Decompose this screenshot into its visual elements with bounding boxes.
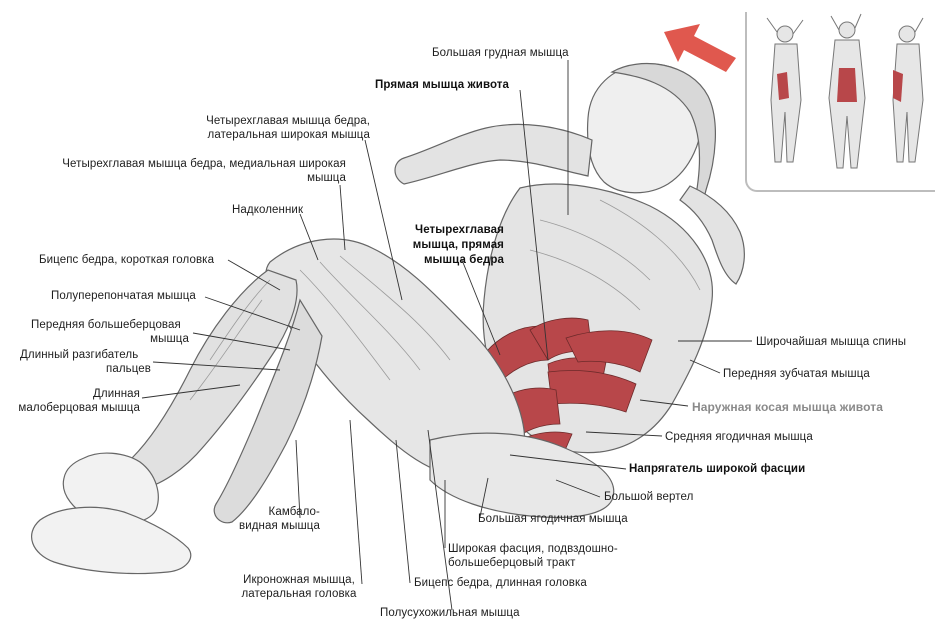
label-soleus-1: Камбало- [220, 505, 320, 519]
label-iliotibial-1: Широкая фасция, подвздошно- [448, 542, 618, 556]
label-vastus-lateralis-1: Четырехглавая мышца бедра, [170, 114, 370, 128]
label-vastus-medialis-2: мышца [30, 171, 346, 185]
label-biceps-long: Бицепс бедра, длинная головка [414, 576, 587, 590]
foot-back [32, 507, 191, 573]
label-biceps-short: Бицепс бедра, короткая головка [39, 253, 214, 267]
label-soleus-2: видная мышца [220, 519, 320, 533]
label-semimembranosus: Полуперепончатая мышца [51, 289, 196, 303]
label-vastus-medialis-1: Четырехглавая мышца бедра, медиальная ши… [30, 157, 346, 171]
label-tibialis-anterior-1: Передняя большеберцовая [31, 318, 181, 332]
label-serratus: Передняя зубчатая мышца [723, 367, 870, 381]
label-gluteus-medius: Средняя ягодичная мышца [665, 430, 813, 444]
label-rectus-abdominis: Прямая мышца живота [375, 78, 509, 92]
label-rectus-femoris-2: мышца, прямая [380, 238, 504, 252]
label-tibialis-anterior-2: мышца [31, 332, 189, 346]
label-extensor-digitorum-1: Длинный разгибатель [20, 348, 138, 362]
label-rectus-femoris-3: мышца бедра [380, 253, 504, 267]
label-latissimus: Широчайшая мышца спины [756, 335, 906, 349]
label-gastrocnemius-2: латеральная головка [234, 587, 364, 601]
label-greater-trochanter: Большой вертел [604, 490, 693, 504]
label-extensor-digitorum-2: пальцев [20, 362, 151, 376]
label-gastrocnemius-1: Икроножная мышца, [234, 573, 364, 587]
label-pectoralis-major: Большая грудная мышца [432, 46, 569, 60]
left-arm [395, 124, 592, 184]
anatomy-inset [745, 12, 935, 192]
label-iliotibial-2: большеберцовый тракт [448, 556, 576, 570]
label-gluteus-maximus: Большая ягодичная мышца [478, 512, 628, 526]
label-patella: Надколенник [232, 203, 303, 217]
arrow-up-left-icon [664, 24, 736, 72]
label-external-oblique: Наружная косая мышца живота [692, 400, 883, 414]
label-vastus-lateralis-2: латеральная широкая мышца [170, 128, 370, 142]
label-semitendinosus: Полусухожильная мышца [380, 606, 520, 620]
label-rectus-femoris-1: Четырехглавая [380, 223, 504, 237]
label-peroneus-1: Длинная [14, 387, 140, 401]
anatomy-inset-figures [747, 12, 935, 190]
label-peroneus-2: малоберцовая мышца [14, 401, 140, 415]
label-tensor-fasciae: Напрягатель широкой фасции [629, 462, 805, 476]
